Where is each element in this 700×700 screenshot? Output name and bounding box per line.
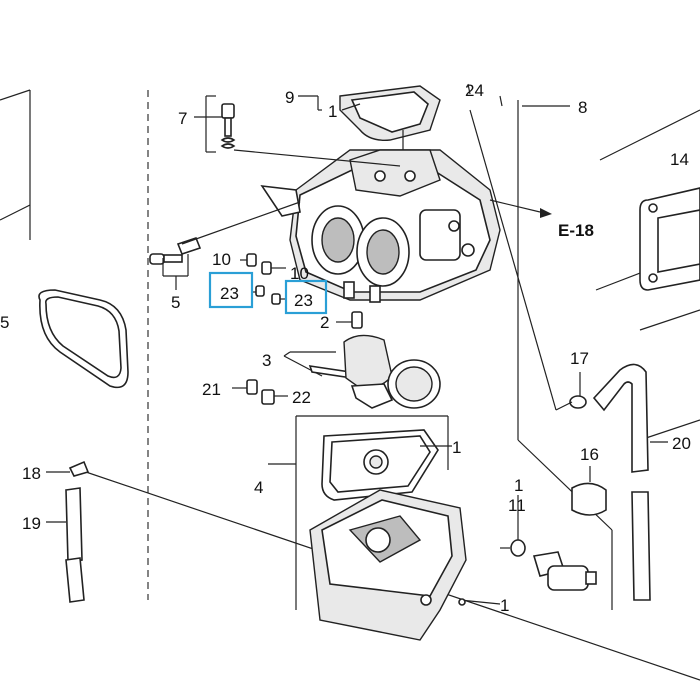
label-23-right: 23 <box>294 291 313 310</box>
highlight-box-23-right <box>284 279 328 315</box>
label-10-left: 10 <box>212 250 231 269</box>
label-22: 22 <box>292 388 311 407</box>
part-2-pin <box>336 311 363 329</box>
label-17: 17 <box>570 349 589 368</box>
float-bowl-gasket <box>321 429 452 501</box>
label-7: 7 <box>178 109 187 128</box>
label-23-left: 23 <box>220 284 239 303</box>
o-ring-gasket <box>38 289 129 389</box>
part-labels: 9 1 24 8 7 14 E-18 10 10 23 23 5 5 2 3 1… <box>0 81 691 615</box>
highlight-box-23-left <box>208 271 254 309</box>
label-5-screw: 5 <box>171 293 180 312</box>
label-1-tube: 1 <box>514 476 523 495</box>
label-10-right: 10 <box>290 264 309 283</box>
label-1-bottom: 1 <box>500 596 509 615</box>
label-24: 24 <box>465 81 484 100</box>
part-5-screw-assembly <box>149 201 301 290</box>
fuel-hose <box>592 363 668 601</box>
float-bowl <box>309 489 501 641</box>
top-plate <box>339 85 441 160</box>
label-1-gasket: 1 <box>452 438 461 457</box>
label-21: 21 <box>202 380 221 399</box>
drain-screw-assembly <box>500 495 597 591</box>
label-2: 2 <box>320 313 329 332</box>
label-9: 9 <box>285 88 294 107</box>
label-3: 3 <box>262 351 271 370</box>
label-18: 18 <box>22 464 41 483</box>
part-21-22-screws <box>232 379 288 405</box>
label-14: 14 <box>670 150 689 169</box>
label-19: 19 <box>22 514 41 533</box>
hose-clamps <box>569 372 607 516</box>
label-ref-e18: E-18 <box>558 221 594 240</box>
part-3-float <box>283 334 441 409</box>
label-4: 4 <box>254 478 263 497</box>
carburetor-body <box>260 149 501 303</box>
part-18-19 <box>46 460 90 603</box>
float-bowl-box <box>295 415 449 610</box>
jets-group <box>240 253 286 305</box>
intake-gasket <box>639 187 700 291</box>
label-5-oring: 5 <box>0 313 9 332</box>
part-7-screw <box>194 95 401 167</box>
label-16: 16 <box>580 445 599 464</box>
label-1-top: 1 <box>328 102 337 121</box>
label-11: 11 <box>508 496 526 515</box>
label-8: 8 <box>578 98 587 117</box>
callout-lines <box>268 83 573 465</box>
label-20: 20 <box>672 434 691 453</box>
